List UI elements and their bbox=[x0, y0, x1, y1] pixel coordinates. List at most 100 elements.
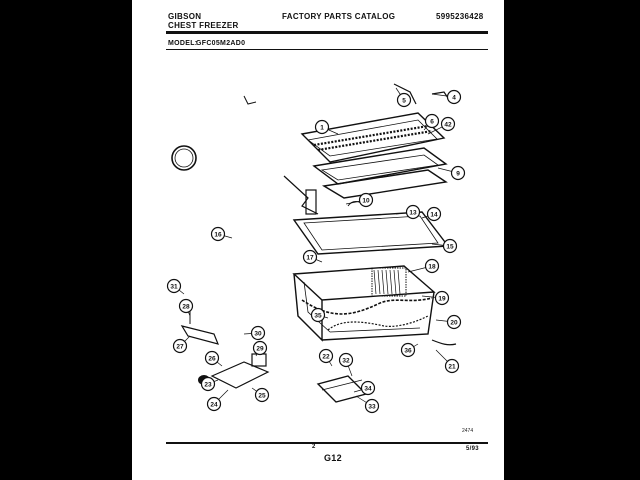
lid-bumper bbox=[243, 95, 257, 105]
callout-bubble-29 bbox=[252, 340, 268, 356]
callout-label-28: 28 bbox=[182, 303, 190, 310]
evaporator-fin bbox=[389, 269, 393, 295]
callout-label-20: 20 bbox=[450, 319, 458, 326]
callout-label-27: 27 bbox=[176, 343, 184, 350]
callout-label-18: 18 bbox=[428, 263, 436, 270]
callout-bubble-4 bbox=[446, 89, 462, 105]
lock-cylinder bbox=[393, 83, 417, 105]
thermostat-control bbox=[180, 325, 220, 345]
callout-bubble-24 bbox=[206, 396, 222, 412]
lid-insulation bbox=[313, 124, 433, 152]
callout-bubble-19 bbox=[434, 290, 450, 306]
callout-label-34: 34 bbox=[364, 385, 372, 392]
callout-bubble-27 bbox=[172, 338, 188, 354]
callout-label-25: 25 bbox=[258, 392, 266, 399]
evaporator-fin bbox=[385, 269, 389, 295]
cabinet-liner-edge bbox=[303, 281, 421, 333]
callout-bubble-1 bbox=[314, 119, 330, 135]
lid-outer-frame bbox=[300, 112, 446, 163]
compressor-base-plate bbox=[210, 361, 270, 389]
callout-bubble-6 bbox=[424, 113, 440, 129]
callout-label-42: 42 bbox=[444, 121, 452, 128]
callout-bubble-31 bbox=[166, 278, 182, 294]
catalog-number: 5995236428 bbox=[436, 12, 484, 21]
callout-bubble-25 bbox=[254, 387, 270, 403]
callout-bubble-21 bbox=[444, 358, 460, 374]
model-rule bbox=[166, 49, 488, 50]
callout-label-13: 13 bbox=[409, 209, 417, 216]
callout-label-29: 29 bbox=[256, 345, 264, 352]
callout-bubble-28 bbox=[178, 298, 194, 314]
callout-bubble-30 bbox=[250, 325, 266, 341]
callout-label-4: 4 bbox=[452, 94, 456, 101]
callout-label-32: 32 bbox=[342, 357, 350, 364]
evaporator-fin bbox=[381, 269, 385, 295]
callout-label-9: 9 bbox=[456, 170, 460, 177]
callout-label-21: 21 bbox=[448, 363, 456, 370]
callout-label-16: 16 bbox=[214, 231, 222, 238]
callout-label-17: 17 bbox=[306, 254, 314, 261]
callout-label-35: 35 bbox=[314, 312, 322, 319]
brand-name: GIBSON bbox=[168, 12, 202, 21]
lid-inner-liner bbox=[307, 119, 438, 157]
page-number: 2 bbox=[312, 444, 316, 450]
catalog-title: FACTORY PARTS CATALOG bbox=[282, 12, 396, 21]
callout-label-14: 14 bbox=[430, 211, 438, 218]
callout-label-23: 23 bbox=[204, 381, 212, 388]
callout-bubble-33 bbox=[364, 398, 380, 414]
cabinet-left-side bbox=[293, 273, 323, 342]
lid-hinge bbox=[283, 175, 319, 215]
footer-rule bbox=[166, 442, 488, 444]
callout-bubble-17 bbox=[302, 249, 318, 265]
callout-label-22: 22 bbox=[322, 353, 330, 360]
footer-date: 5/93 bbox=[466, 446, 479, 452]
condenser-tube bbox=[301, 297, 433, 315]
parts-catalog-page: GIBSON CHEST FREEZER FACTORY PARTS CATAL… bbox=[132, 0, 504, 480]
callout-bubble-36 bbox=[400, 342, 416, 358]
breaker-strip-inner bbox=[303, 215, 439, 251]
model-number: GFC05M2AD0 bbox=[196, 40, 246, 47]
callout-label-6: 6 bbox=[430, 118, 434, 125]
drawing-ref: 2474 bbox=[462, 428, 474, 434]
evaporator-fin bbox=[397, 269, 401, 295]
lid-seal-strip bbox=[321, 169, 448, 199]
callout-label-24: 24 bbox=[210, 401, 218, 408]
callout-label-36: 36 bbox=[404, 347, 412, 354]
callout-bubble-23 bbox=[200, 376, 216, 392]
page-code: G12 bbox=[324, 453, 342, 463]
callout-bubble-35 bbox=[310, 307, 326, 323]
cabinet-front-base bbox=[321, 291, 435, 341]
base-pan-edge bbox=[321, 379, 363, 391]
callout-bubble-42 bbox=[440, 116, 456, 132]
evaporator-fin bbox=[377, 269, 381, 295]
callout-bubble-22 bbox=[318, 348, 334, 364]
callout-bubble-9 bbox=[450, 165, 466, 181]
callout-bubble-16 bbox=[210, 226, 226, 242]
callout-bubble-13 bbox=[405, 204, 421, 220]
callout-label-1: 1 bbox=[320, 124, 324, 131]
callout-bubble-5 bbox=[396, 92, 412, 108]
callout-bubble-15 bbox=[442, 238, 458, 254]
product-type: CHEST FREEZER bbox=[168, 21, 239, 30]
header-rule bbox=[166, 31, 488, 34]
callout-label-15: 15 bbox=[446, 243, 454, 250]
lid-gasket-inner bbox=[320, 154, 440, 181]
power-cord-coil bbox=[171, 145, 197, 171]
callout-bubble-32 bbox=[338, 352, 354, 368]
power-cord-inner bbox=[174, 148, 194, 168]
callout-label-26: 26 bbox=[208, 355, 216, 362]
callout-bubble-26 bbox=[204, 350, 220, 366]
callout-label-30: 30 bbox=[254, 330, 262, 337]
drier-line bbox=[327, 315, 429, 331]
callout-bubble-20 bbox=[446, 314, 462, 330]
lid-gasket bbox=[312, 147, 448, 185]
callout-bubble-10 bbox=[358, 192, 374, 208]
relay-overload bbox=[251, 353, 267, 367]
callout-label-5: 5 bbox=[402, 97, 406, 104]
drain-hose bbox=[431, 339, 457, 346]
callout-bubble-18 bbox=[424, 258, 440, 274]
evaporator-fin bbox=[373, 269, 377, 295]
callout-label-19: 19 bbox=[438, 295, 446, 302]
model-label: MODEL: bbox=[168, 40, 198, 47]
